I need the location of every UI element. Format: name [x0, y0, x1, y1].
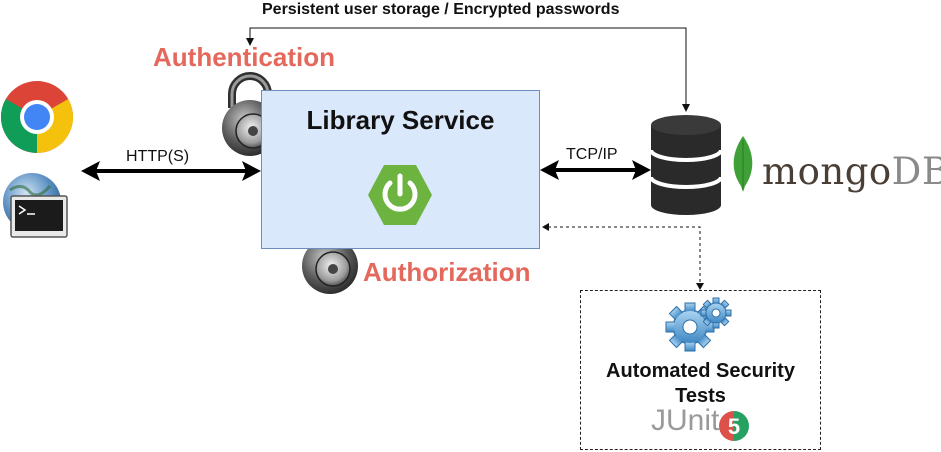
mongodb-wordmark-db: DB [891, 150, 941, 193]
storage-connector [246, 27, 690, 112]
junit5-icon: 5 [719, 411, 749, 441]
spring-boot-icon [368, 165, 432, 225]
tcp-arrow [540, 160, 651, 180]
security-tests-box [580, 290, 821, 450]
authentication-label: Authentication [153, 42, 335, 72]
security-tests-title-line2: Tests [675, 385, 726, 407]
gears-icon [665, 297, 732, 352]
tests-connector [542, 223, 704, 290]
tcp-label: TCP/IP [566, 146, 618, 163]
security-tests-title-line1: Automated Security [606, 360, 795, 382]
library-service-title: Library Service [306, 105, 495, 135]
chrome-icon [0, 81, 74, 153]
http-label: HTTP(S) [126, 148, 190, 165]
mongodb-wordmark-mongo: mongo [762, 150, 892, 193]
http-arrow [81, 161, 261, 181]
junit-wordmark: JUnit [651, 404, 720, 437]
junit5-version: 5 [728, 414, 740, 439]
authorization-label: Authorization [363, 257, 531, 287]
security-tests-title: Automated Security Tests [581, 359, 820, 409]
terminal-icon [3, 173, 68, 238]
database-icon [649, 115, 723, 215]
mongodb-wordmark: mongoDB® [762, 150, 941, 193]
mongodb-leaf-icon [733, 136, 753, 192]
storage-label: Persistent user storage / Encrypted pass… [262, 1, 620, 18]
